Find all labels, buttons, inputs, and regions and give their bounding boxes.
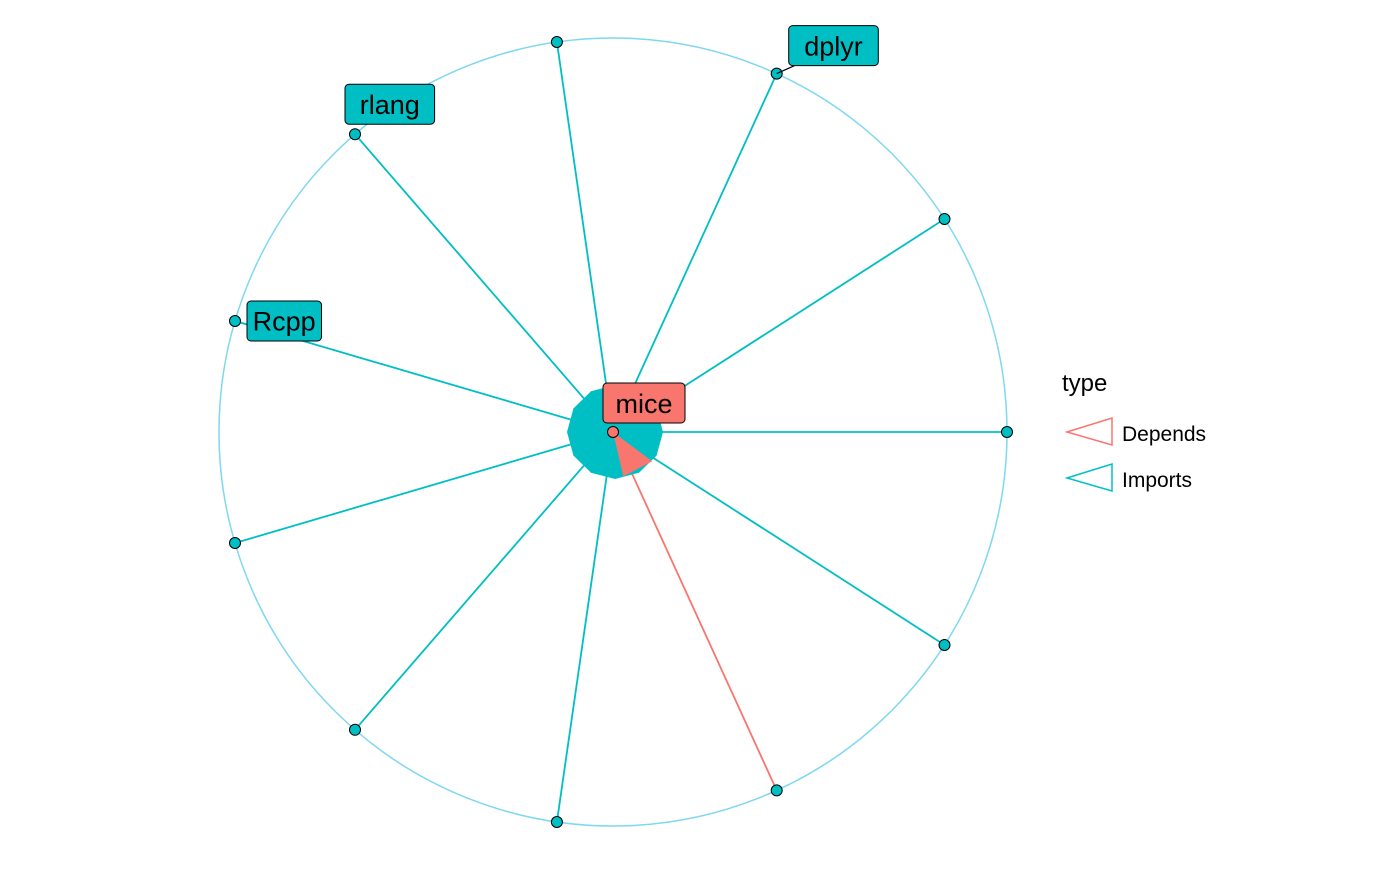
node-label-box-rcpp bbox=[246, 300, 322, 342]
node-5 bbox=[229, 537, 241, 549]
node-label-box-rlang bbox=[344, 83, 436, 125]
edge-3 bbox=[556, 431, 614, 823]
node-3 bbox=[550, 816, 563, 828]
node-label-text-rlang: rlang bbox=[360, 90, 420, 120]
nodes-layer bbox=[229, 36, 1013, 828]
root-label-box bbox=[602, 382, 686, 424]
node-2 bbox=[770, 784, 783, 797]
legend-key-imports-icon bbox=[1064, 462, 1113, 492]
edge-5 bbox=[234, 431, 614, 544]
root-node bbox=[607, 426, 619, 438]
node-8 bbox=[550, 36, 563, 48]
edge-8 bbox=[556, 41, 614, 433]
center-hub-depends-wedge bbox=[613, 432, 653, 477]
legend-label-imports: Imports bbox=[1122, 469, 1192, 492]
node-label-text-rcpp: Rcpp bbox=[253, 307, 316, 337]
labels-layer: Rcpp rlang dplyr bbox=[246, 25, 879, 342]
node-10 bbox=[938, 213, 951, 225]
legend-title: type bbox=[1062, 370, 1107, 397]
node-label-dplyr: dplyr bbox=[776, 25, 879, 75]
legend: type Depends Imports bbox=[1062, 370, 1206, 492]
node-6 bbox=[229, 315, 241, 327]
edge-7 bbox=[354, 133, 614, 433]
edge-9 bbox=[612, 73, 778, 433]
node-label-text-dplyr: dplyr bbox=[804, 31, 863, 61]
node-label-rlang: rlang bbox=[344, 83, 436, 125]
node-label-box-dplyr bbox=[788, 25, 879, 67]
node-1 bbox=[938, 639, 951, 651]
node-7 bbox=[349, 128, 361, 141]
edge-4 bbox=[354, 431, 614, 731]
legend-label-depends: Depends bbox=[1122, 423, 1206, 446]
root-label: mice bbox=[602, 382, 686, 424]
root-label-text: mice bbox=[615, 389, 672, 419]
legend-item-imports: Imports bbox=[1064, 462, 1192, 492]
edge-2 bbox=[612, 431, 778, 791]
edges-layer bbox=[234, 41, 1007, 823]
legend-key-depends-icon bbox=[1064, 416, 1113, 446]
node-label-rcpp: Rcpp bbox=[246, 300, 322, 342]
node-4 bbox=[349, 723, 361, 736]
node-0 bbox=[1001, 426, 1013, 438]
legend-item-depends: Depends bbox=[1064, 416, 1206, 446]
label-leader-dplyr bbox=[776, 65, 795, 75]
edge-1 bbox=[612, 431, 945, 646]
